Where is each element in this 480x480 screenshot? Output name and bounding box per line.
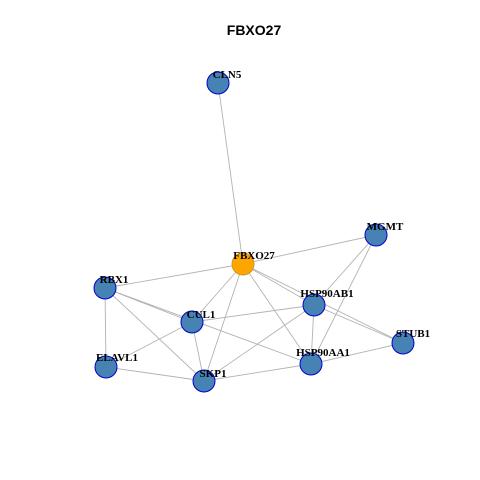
node-label-fbxo27: FBXO27 [233, 250, 275, 262]
node-label-hsp90aa1: HSP90AA1 [296, 347, 350, 359]
diagram-title: FBXO27 [227, 22, 282, 38]
node-label-hsp90ab1: HSP90AB1 [300, 288, 353, 300]
node-label-cul1: CUL1 [187, 309, 216, 321]
node-hsp90aa1[interactable] [299, 352, 323, 376]
node-mgmt[interactable] [364, 223, 388, 247]
node-label-elavl1: ELAVL1 [96, 352, 138, 364]
edge-cul1-elavl1 [105, 321, 193, 368]
node-cln5[interactable] [206, 71, 230, 95]
node-fbxo27[interactable] [231, 252, 255, 276]
edge-fbxo27-skp1 [203, 263, 244, 382]
edge-mgmt-hsp90aa1 [310, 234, 377, 365]
nodes-layer [93, 71, 415, 393]
edge-fbxo27-rbx1 [104, 263, 244, 289]
node-skp1[interactable] [192, 369, 216, 393]
edge-elavl1-skp1 [105, 366, 205, 382]
edge-rbx1-hsp90aa1 [104, 287, 312, 365]
node-elavl1[interactable] [94, 355, 118, 379]
edge-stub1-hsp90aa1 [310, 342, 404, 365]
edge-fbxo27-mgmt [242, 234, 377, 265]
edge-mgmt-hsp90ab1 [313, 234, 377, 306]
edges-layer [104, 82, 404, 382]
node-label-skp1: SKP1 [200, 368, 227, 380]
edge-hsp90ab1-stub1 [313, 304, 404, 344]
node-label-mgmt: MGMT [367, 221, 404, 233]
node-label-cln5: CLN5 [213, 69, 242, 81]
node-hsp90ab1[interactable] [302, 293, 326, 317]
edge-fbxo27-hsp90ab1 [242, 263, 315, 306]
edge-rbx1-skp1 [104, 287, 205, 382]
edge-cul1-hsp90ab1 [191, 304, 315, 323]
edge-rbx1-elavl1 [104, 287, 107, 368]
node-label-rbx1: RBX1 [100, 274, 129, 286]
node-cul1[interactable] [180, 310, 204, 334]
edge-hsp90aa1-skp1 [203, 363, 312, 382]
node-label-stub1: STUB1 [396, 328, 430, 340]
edge-fbxo27-cul1 [191, 263, 244, 323]
edge-fbxo27-hsp90aa1 [242, 263, 312, 365]
node-rbx1[interactable] [93, 276, 117, 300]
node-stub1[interactable] [391, 331, 415, 355]
edge-hsp90ab1-skp1 [203, 304, 315, 382]
edge-cln5-fbxo27 [217, 82, 244, 265]
